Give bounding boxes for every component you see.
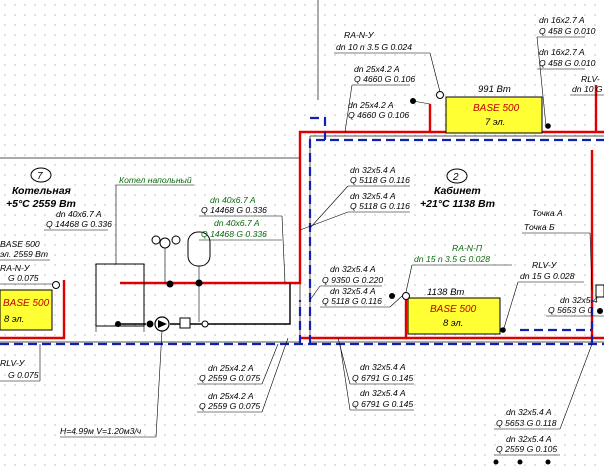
point-b-label: Точка Б — [524, 222, 555, 232]
valve-icon — [402, 292, 410, 300]
svg-text:G 0.075: G 0.075 — [8, 273, 39, 283]
radiator-power: 991 Вт — [478, 84, 511, 95]
return-pipes — [0, 116, 604, 346]
room-temp-power: +21°C 1138 Вт — [420, 198, 495, 210]
gauge-icon — [171, 235, 181, 245]
svg-text:Q 2559 G 0.075: Q 2559 G 0.075 — [199, 401, 260, 411]
point-a-label: Точка А — [532, 208, 563, 218]
svg-text:Q 5118 G 0.116: Q 5118 G 0.116 — [322, 296, 382, 306]
room-number: 2 — [452, 172, 459, 183]
svg-text:G 0.075: G 0.075 — [8, 370, 39, 380]
svg-text:dn 40x6.7 A: dn 40x6.7 A — [214, 218, 260, 228]
svg-text:Q 2559 G 0.075: Q 2559 G 0.075 — [199, 373, 260, 383]
svg-text:Q 9350 G 0.220: Q 9350 G 0.220 — [322, 275, 383, 285]
boiler-label: Котел напольный — [119, 175, 192, 185]
svg-text:dn 32x5.4 A: dn 32x5.4 A — [506, 407, 552, 417]
svg-text:Q 458 G 0.010: Q 458 G 0.010 — [539, 58, 596, 68]
radiator-cabinet[interactable]: 1138 Вт BASE 500 8 эл. — [402, 287, 506, 335]
svg-text:dn 15 G 0.028: dn 15 G 0.028 — [520, 271, 575, 281]
svg-text:dn 16x2.7 A: dn 16x2.7 A — [539, 15, 585, 25]
svg-text:dn 32x5.4 A: dn 32x5.4 A — [350, 191, 396, 201]
svg-text:RA-N-У: RA-N-У — [344, 30, 375, 40]
annotations-middle: dn 32x5.4 A Q 5118 G 0.116 dn 32x5.4 A Q… — [0, 165, 410, 382]
annotations-cabinet: dn 32x5.4 A Q 9350 G 0.220 dn 32x5.4 A Q… — [309, 243, 604, 329]
radiator-model: BASE 500 — [430, 304, 477, 315]
room-name: Котельная — [12, 185, 71, 197]
svg-text:dn 10 n 3.5 G 0.024: dn 10 n 3.5 G 0.024 — [336, 42, 412, 52]
svg-text:Q 14468 G 0.336: Q 14468 G 0.336 — [201, 229, 267, 239]
svg-text:dn 25x4.2 A: dn 25x4.2 A — [208, 391, 254, 401]
gauge-icon — [151, 235, 161, 245]
valve-icon — [436, 91, 444, 99]
radiator-model: BASE 500 — [3, 298, 50, 309]
radiator-power: 1138 Вт — [427, 287, 464, 298]
svg-text:Q 458 G 0.010: Q 458 G 0.010 — [539, 26, 596, 36]
valve-icon — [52, 281, 60, 289]
svg-text:Q 6791 G 0.145: Q 6791 G 0.145 — [352, 399, 413, 409]
room-number: 7 — [37, 171, 43, 182]
fitting-dot-icon — [545, 123, 551, 129]
room-walls — [0, 0, 604, 343]
room-cabinet: 2 Кабинет +21°C 1138 Вт — [420, 168, 495, 210]
room-name: Кабинет — [434, 185, 481, 197]
svg-text:dn 32x5.4 A: dn 32x5.4 A — [506, 434, 552, 444]
svg-text:Q 14468 G 0.336: Q 14468 G 0.336 — [201, 205, 267, 215]
svg-text:RA-N-У: RA-N-У — [0, 263, 31, 273]
gauge-icon — [159, 237, 171, 249]
radiator-top[interactable]: 991 Вт BASE 500 7 эл. — [436, 84, 551, 134]
svg-text:Q 6791 G 0.145: Q 6791 G 0.145 — [352, 373, 413, 383]
svg-text:Q 4660 G 0.106: Q 4660 G 0.106 — [348, 110, 409, 120]
svg-text:dn 16x2.7 A: dn 16x2.7 A — [539, 47, 585, 57]
svg-text:Q 4660 G 0.106: Q 4660 G 0.106 — [354, 74, 415, 84]
svg-text:dn 25x4.2 A: dn 25x4.2 A — [348, 100, 394, 110]
svg-text:dn 32x5.4: dn 32x5.4 — [560, 295, 598, 305]
svg-text:RLV-У: RLV-У — [0, 358, 26, 368]
svg-text:Q 5653 G 0: Q 5653 G 0 — [548, 305, 593, 315]
svg-text:dn 32x5.4 A: dn 32x5.4 A — [350, 165, 396, 175]
room-temp-power: +5°C 2559 Вт — [6, 198, 76, 210]
svg-text:dn 10 G: dn 10 G — [572, 84, 603, 94]
svg-text:dn 40x6.7 A: dn 40x6.7 A — [56, 209, 102, 219]
boiler-equipment — [95, 184, 291, 332]
pump-head-label: H=4.99м V=1.20м3/ч — [60, 426, 142, 436]
room-boiler: 7 Котельная +5°C 2559 Вт — [6, 167, 76, 210]
radiator-sections: 7 эл. — [485, 117, 505, 128]
fitting-dot-icon — [500, 327, 506, 333]
svg-text:Q 5118 G 0.116: Q 5118 G 0.116 — [350, 175, 410, 185]
svg-text:Q 2559 G 0.105: Q 2559 G 0.105 — [496, 444, 557, 454]
annotations-top: RA-N-У dn 10 n 3.5 G 0.024 dn 25x4.2 A Q… — [334, 15, 604, 133]
svg-text:dn 40x6.7 A: dn 40x6.7 A — [210, 195, 256, 205]
svg-text:dn 25x4.2 A: dn 25x4.2 A — [354, 64, 400, 74]
svg-text:эл. 2559 Вт: эл. 2559 Вт — [0, 249, 48, 259]
svg-text:dn 25x4.2 A: dn 25x4.2 A — [208, 363, 254, 373]
svg-text:Q 5653 G 0.118: Q 5653 G 0.118 — [496, 418, 557, 428]
valve-icon — [179, 317, 191, 329]
boiler-icon — [95, 263, 145, 327]
svg-text:RLV-: RLV- — [581, 74, 600, 84]
valve-icon — [595, 284, 604, 298]
radiator-left[interactable]: BASE 500 8 эл. — [0, 281, 60, 331]
svg-text:dn 32x5.4 A: dn 32x5.4 A — [330, 286, 376, 296]
svg-text:dn 32x5.4 A: dn 32x5.4 A — [330, 264, 376, 274]
radiator-model: BASE 500 — [473, 103, 520, 114]
radiator-sections: 8 эл. — [4, 314, 24, 325]
svg-text:Q 14468 G 0.336: Q 14468 G 0.336 — [46, 219, 112, 229]
svg-text:dn 15 n 3.5 G 0.028: dn 15 n 3.5 G 0.028 — [414, 254, 490, 264]
svg-text:RLV-У: RLV-У — [532, 260, 558, 270]
radiator-sections: 8 эл. — [443, 318, 463, 329]
svg-text:dn 32x5.4 A: dn 32x5.4 A — [360, 362, 406, 372]
svg-text:BASE 500: BASE 500 — [0, 239, 40, 249]
svg-text:dn 32x5.4 A: dn 32x5.4 A — [360, 388, 406, 398]
fitting-dot-icon — [115, 321, 121, 327]
svg-text:RA-N-П: RA-N-П — [452, 243, 483, 253]
annotations-bottom: dn 25x4.2 A Q 2559 G 0.075 dn 25x4.2 A Q… — [197, 337, 593, 465]
svg-text:Q 5118 G 0.116: Q 5118 G 0.116 — [350, 201, 410, 211]
